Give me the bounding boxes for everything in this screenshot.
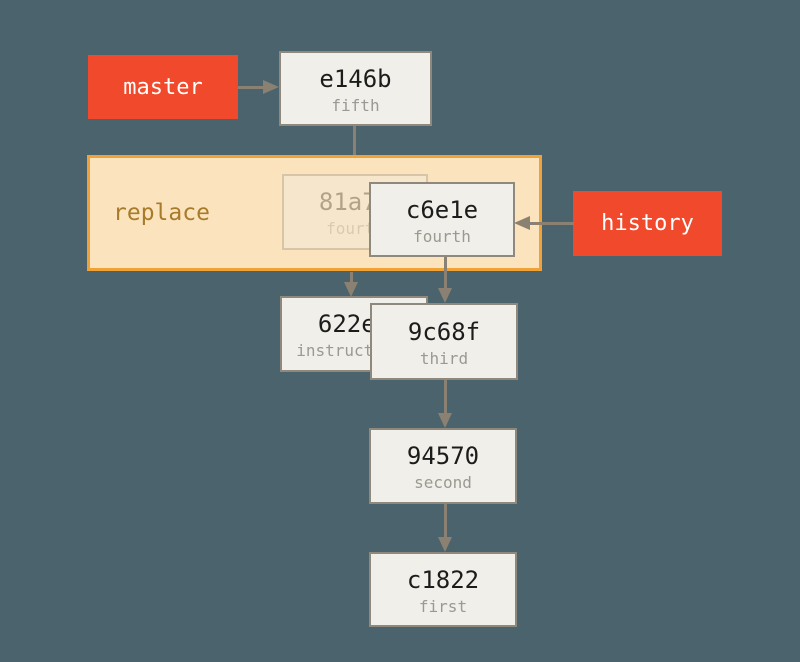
commit-hash: e146b <box>319 64 392 93</box>
branch-label-history-text: history <box>601 211 694 236</box>
edge-master-to-e146b-line <box>238 86 266 89</box>
replace-label: replace <box>113 200 210 226</box>
edge-c6e1e-to-9c68f-arrowhead <box>438 288 452 303</box>
edge-e146b-to-replace-line <box>353 124 356 157</box>
commit-box-94570: 94570 second <box>369 428 517 504</box>
branch-label-master-text: master <box>123 74 203 100</box>
commit-box-9c68f: 9c68f third <box>370 303 518 380</box>
branch-label-master: master <box>88 55 238 119</box>
edge-c6e1e-to-9c68f-line <box>444 255 447 289</box>
edge-history-to-c6e1e-line <box>528 222 574 225</box>
edge-81a70-to-622e8-arrowhead <box>344 282 358 297</box>
commit-message: third <box>419 348 469 368</box>
edge-history-to-c6e1e-arrowhead <box>514 216 530 230</box>
commit-box-c1822: c1822 first <box>369 552 517 627</box>
commit-hash: c1822 <box>406 565 480 594</box>
commit-message: second <box>414 473 472 492</box>
commit-hash: 94570 <box>406 442 480 470</box>
edge-9c68f-to-94570-arrowhead <box>438 413 452 428</box>
commit-box-c6e1e: c6e1e fourth <box>369 182 515 257</box>
commit-hash: 9c68f <box>407 317 481 346</box>
edge-master-to-e146b-arrowhead <box>263 80 279 94</box>
commit-message: first <box>418 596 468 616</box>
commit-box-e146b: e146b fifth <box>279 51 432 126</box>
commit-message: fourth <box>413 226 471 246</box>
commit-hash: c6e1e <box>405 195 479 224</box>
branch-label-history: history <box>573 191 722 256</box>
commit-message: fifth <box>331 95 380 115</box>
edge-94570-to-c1822-line <box>444 504 447 538</box>
edge-94570-to-c1822-arrowhead <box>438 537 452 552</box>
edge-81a70-to-622e8-line <box>350 272 353 284</box>
edge-9c68f-to-94570-line <box>444 380 447 415</box>
